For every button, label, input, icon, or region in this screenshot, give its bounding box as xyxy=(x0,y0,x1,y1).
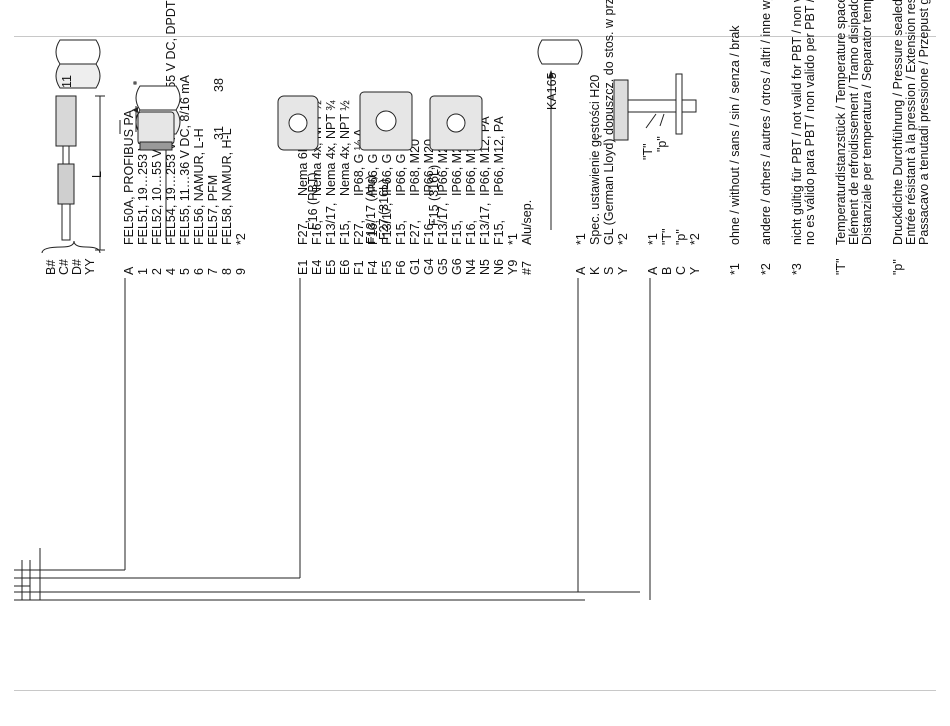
footnote-line: nicht gültig für PBT / not valid for PBT… xyxy=(790,0,804,245)
footnote-line: no es válido para PBT / non valido per P… xyxy=(803,0,817,245)
footnote-mark: "p" xyxy=(891,259,905,275)
footnote-line: ohne / without / sans / sin / senza / br… xyxy=(728,25,742,245)
footnote-mark: "T" xyxy=(834,258,848,275)
footnote-line: Passacavo a tenutadi pressione / Przepus… xyxy=(917,0,931,245)
bottom-border xyxy=(14,690,936,691)
footnote-mark: *1 xyxy=(728,263,742,275)
footnote-line: Distanziale per temperatura / Separator … xyxy=(860,0,874,245)
footnote-line: Elément de refroidissement / Tramo disip… xyxy=(847,0,861,245)
footnote-line: Druckdichte Durchführung / Pressure seal… xyxy=(891,0,905,245)
footnote-line: andere / others / autres / otros / altri… xyxy=(759,0,773,245)
footnote-line: Entrée résistant à la pression / Extensi… xyxy=(904,0,918,245)
footnote-mark: *2 xyxy=(759,263,773,275)
footnote-mark: *3 xyxy=(790,263,804,275)
footnote-line: Temperaturdistanzstück / Temperature spa… xyxy=(834,0,848,245)
figure-label-t: "T" xyxy=(641,143,655,160)
figure-label-p: "p" xyxy=(655,136,669,152)
top-border xyxy=(14,36,936,37)
